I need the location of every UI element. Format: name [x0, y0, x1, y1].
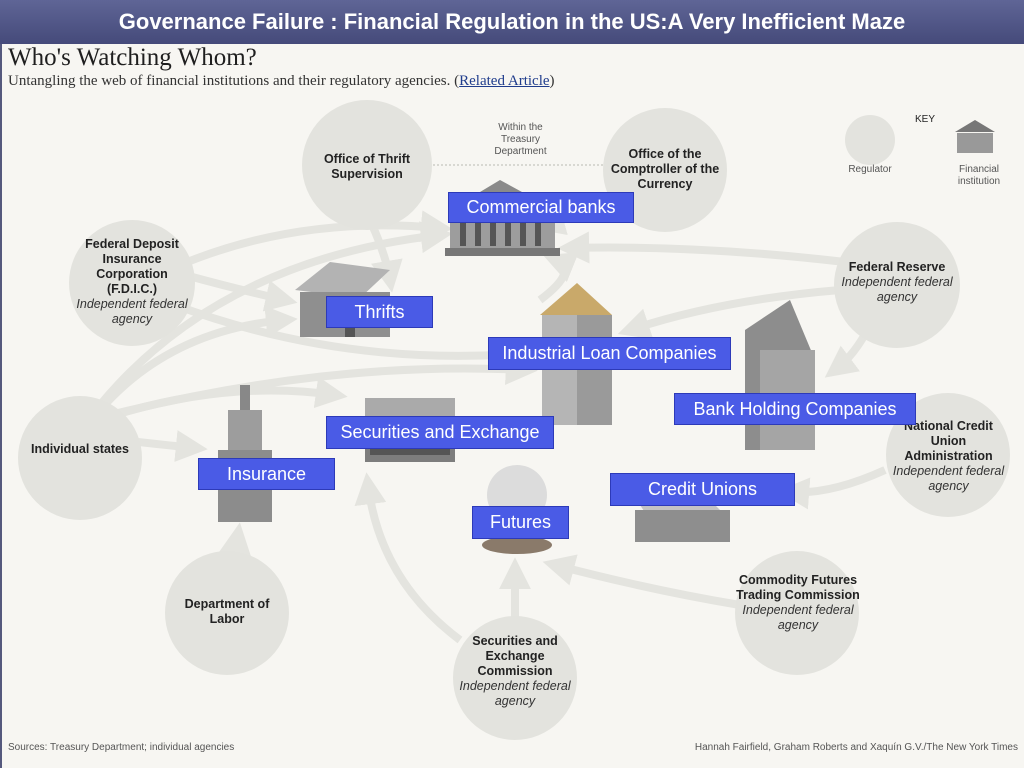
treasury-note: Within the Treasury Department — [494, 122, 547, 157]
arrow-states-ilc — [109, 353, 538, 419]
circle-fdic — [69, 220, 195, 346]
building-ilc-icon — [540, 283, 612, 425]
key-title: KEY — [914, 114, 935, 125]
circle-occ — [603, 108, 727, 232]
regulator-fdic: Federal Deposit Insurance Corporation (F… — [76, 237, 188, 326]
building-insurance-icon — [218, 385, 272, 522]
arrow-cftc-futures — [542, 554, 741, 609]
diagram-subheading: Untangling the web of financial institut… — [8, 73, 555, 89]
label-bank-holding: Bank Holding Companies — [674, 393, 916, 425]
arrow-fed-banks — [557, 231, 846, 266]
regulator-ots: Office of Thrift Supervision — [323, 152, 411, 181]
circle-states — [18, 396, 142, 520]
key-regulator-label: Regulator — [848, 164, 892, 175]
label-thrifts: Thrifts — [326, 296, 433, 328]
label-securities: Securities and Exchange — [326, 416, 554, 449]
credit-note: Hannah Fairfield, Graham Roberts and Xaq… — [694, 742, 1018, 753]
circle-fed — [834, 222, 960, 348]
label-industrial-loan: Industrial Loan Companies — [488, 337, 731, 370]
label-futures: Futures — [472, 506, 569, 539]
circle-sec — [453, 616, 577, 740]
label-credit-unions: Credit Unions — [610, 473, 795, 506]
slide-title: Governance Failure : Financial Regulatio… — [0, 0, 1024, 44]
regulator-dol: Department of Labor — [184, 597, 270, 626]
label-insurance: Insurance — [198, 458, 335, 490]
regulator-occ: Office of the Comptroller of the Currenc… — [610, 147, 720, 191]
arrow-states-thrifts — [96, 305, 298, 413]
related-article-link[interactable]: Related Article — [459, 73, 550, 89]
arrow-fed-ilc — [617, 286, 841, 340]
regulator-states: Individual states — [31, 442, 129, 456]
arrow-fdic-thrifts — [183, 271, 298, 312]
building-bhc-icon — [745, 300, 815, 450]
key-institution-label: Financial institution — [957, 164, 1001, 187]
arrow-fdic-banks — [178, 210, 453, 269]
regulator-circles — [18, 100, 1010, 740]
arrow-sec-securities — [354, 472, 463, 644]
label-commercial-banks: Commercial banks — [448, 192, 634, 223]
arrow-ncua-cu — [777, 466, 887, 510]
circle-ots — [302, 100, 432, 230]
circle-cftc — [735, 551, 859, 675]
circle-ncua — [886, 393, 1010, 517]
arrow-misc — [537, 252, 579, 304]
key-regulator-circle — [845, 115, 895, 165]
circle-dol — [165, 551, 289, 675]
arrow-states-banks — [96, 221, 453, 408]
sources-note: Sources: Treasury Department; individual… — [8, 742, 235, 753]
key-institution-icon — [955, 120, 995, 153]
diagram-heading: Who's Watching Whom? — [8, 44, 257, 71]
